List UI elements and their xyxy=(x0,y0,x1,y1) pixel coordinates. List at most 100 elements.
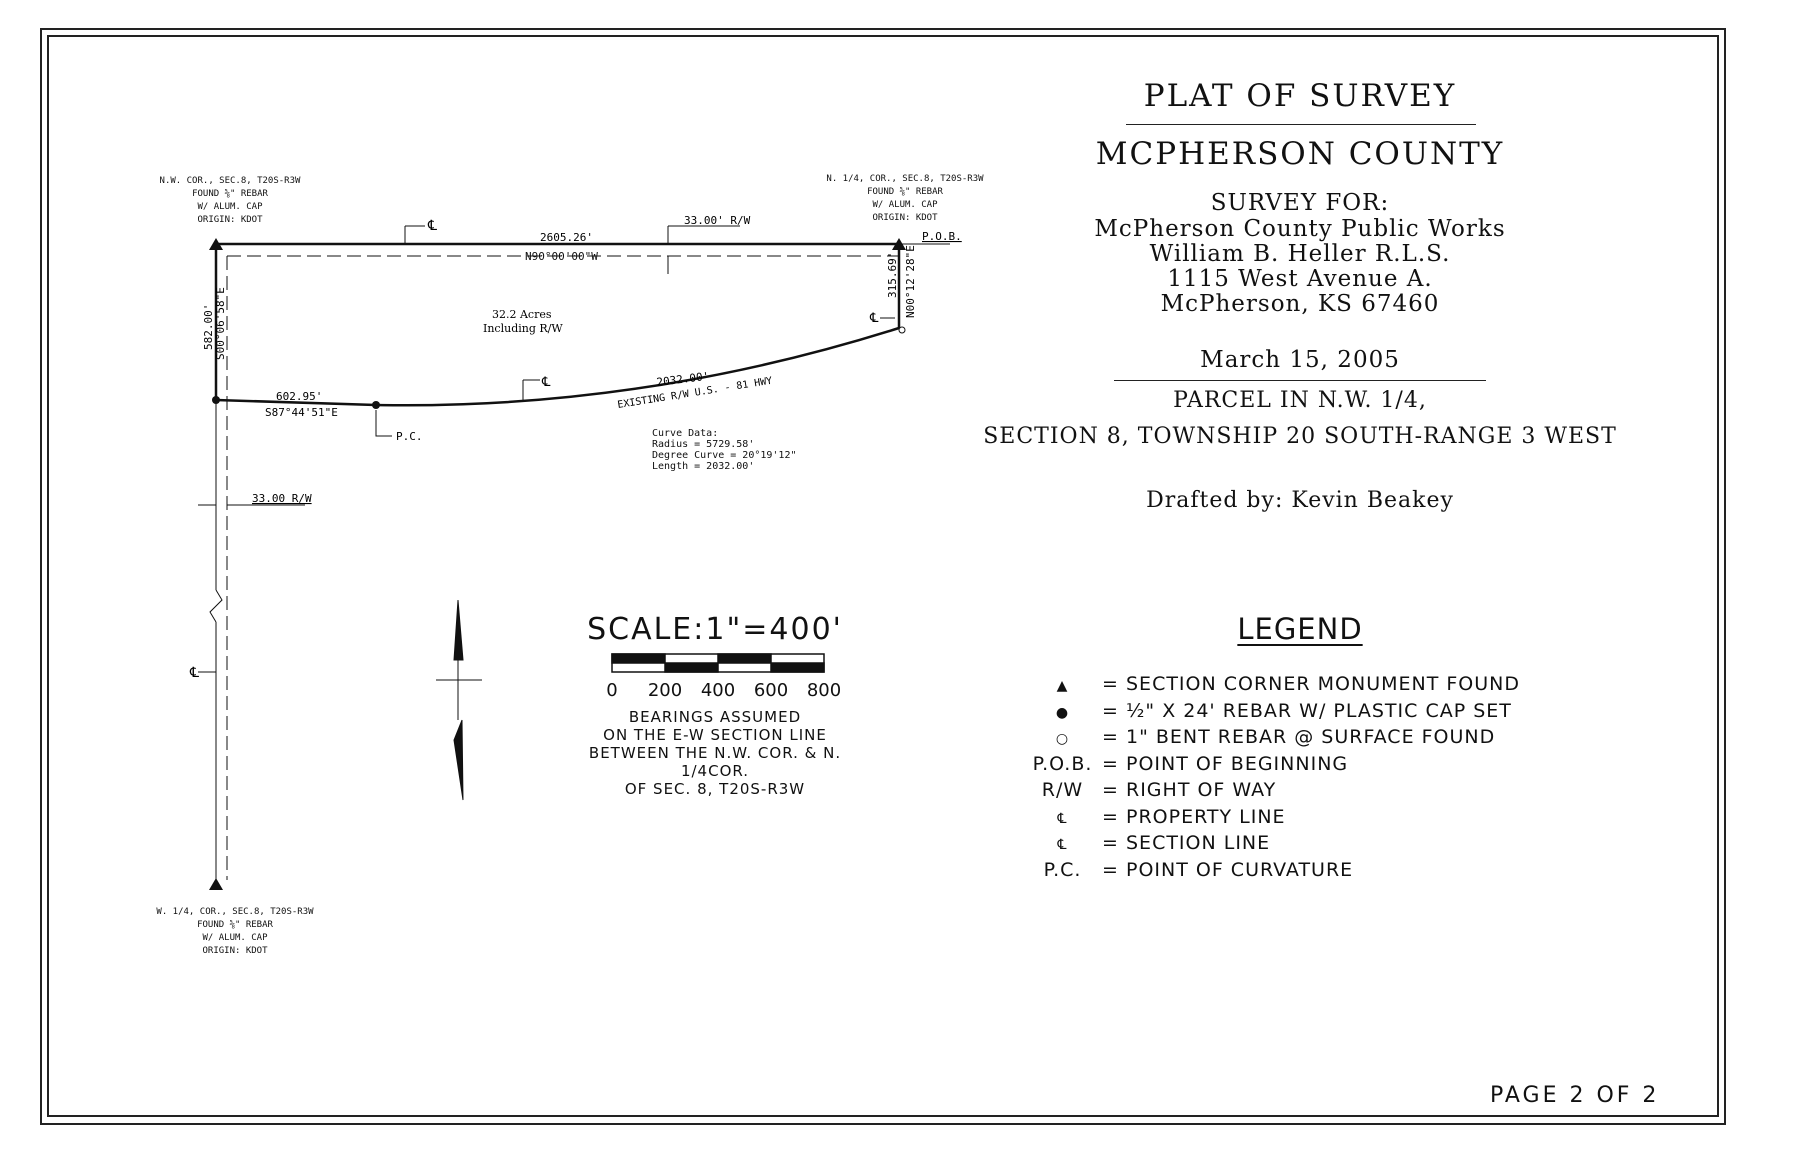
legend-text: = SECTION CORNER MONUMENT FOUND xyxy=(1095,673,1520,695)
legend-text: = POINT OF CURVATURE xyxy=(1095,858,1354,881)
pc-label: P.C. xyxy=(396,430,423,443)
scale-tick-label: 600 xyxy=(753,680,789,701)
title-line1: PLAT OF SURVEY xyxy=(1143,78,1457,114)
sheet-border-inner xyxy=(47,35,1719,1117)
drafted-by: Drafted by: Kevin Beakey xyxy=(1146,488,1454,513)
note-line: ORIGIN: KDOT xyxy=(202,946,268,956)
sl-left-label: ℄ xyxy=(189,665,199,681)
survey-for-label: SURVEY FOR: xyxy=(1210,190,1390,216)
rw-top-label: 33.00' R/W xyxy=(684,214,751,227)
pc-leader xyxy=(375,410,392,437)
north-bearing: N90°00'00"W xyxy=(525,250,598,263)
note-line: Degree Curve = 20°19'12" xyxy=(652,450,797,461)
north-arrow xyxy=(436,599,482,801)
break-symbol xyxy=(209,589,223,623)
pob-label: P.O.B. xyxy=(922,230,962,243)
title-block: PLAT OF SURVEY MCPHERSON COUNTY SURVEY F… xyxy=(983,70,1616,530)
note-line: ON THE E-W SECTION LINE xyxy=(603,726,827,744)
parcel-line2: SECTION 8, TOWNSHIP 20 SOUTH-RANGE 3 WES… xyxy=(983,424,1617,449)
legend-text: = PROPERTY LINE xyxy=(1095,805,1286,828)
surveyor-name: William B. Heller R.L.S. xyxy=(1149,241,1451,267)
legend-item: ● = ½" X 24' REBAR W/ PLASTIC CAP SET xyxy=(1030,700,1512,722)
note-line: N. 1/4, COR., SEC.8, T20S-R3W xyxy=(826,174,984,184)
south-bearing: S87°44'51"E xyxy=(265,406,338,419)
legend-item: ▲ = SECTION CORNER MONUMENT FOUND xyxy=(1030,673,1520,695)
note-line: ORIGIN: KDOT xyxy=(872,213,938,223)
note-line: W/ ALUM. CAP xyxy=(197,202,263,212)
legend-heading: LEGEND xyxy=(1237,612,1363,646)
note-line: N.W. COR., SEC.8, T20S-R3W xyxy=(159,176,301,186)
legend-symbol: P.O.B. xyxy=(1032,752,1093,775)
n14-corner-monument xyxy=(892,238,906,250)
curve-boundary xyxy=(375,326,900,407)
legend-text: = RIGHT OF WAY xyxy=(1095,779,1277,801)
nw-corner-note: N.W. COR., SEC.8, T20S-R3W FOUND ⅝" REBAR… xyxy=(150,175,310,227)
south-boundary xyxy=(215,398,377,407)
scale-tick-label: 0 xyxy=(606,680,618,701)
legend-symbol: R/W xyxy=(1041,779,1084,801)
south-distance: 602.95' xyxy=(276,390,322,403)
bent-rebar-found xyxy=(898,326,906,334)
client-name: McPherson County Public Works xyxy=(1094,216,1506,242)
note-line: BEARINGS ASSUMED xyxy=(628,708,802,726)
note-line: BETWEEN THE N.W. COR. & N. 1/4COR. xyxy=(588,744,842,780)
curve-data-note: Curve Data:Radius = 5729.58'Degree Curve… xyxy=(652,428,812,472)
legend-symbol: ℄ xyxy=(1057,810,1068,827)
note-line: Radius = 5729.58' xyxy=(652,439,755,450)
east-bearing: N00°12'28"E xyxy=(904,245,917,318)
legend-item: ○ = 1" BENT REBAR @ SURFACE FOUND xyxy=(1030,726,1495,748)
note-line: ORIGIN: KDOT xyxy=(197,215,263,225)
scale-tick-label: 200 xyxy=(647,680,683,701)
acres-sub-label: Including R/W xyxy=(483,322,563,335)
n14-corner-note: N. 1/4, COR., SEC.8, T20S-R3W FOUND ⅝" RE… xyxy=(820,173,990,225)
acres-label: 32.2 Acres xyxy=(492,308,552,321)
note-line: FOUND ⅝" REBAR xyxy=(867,187,943,197)
note-line: W/ ALUM. CAP xyxy=(872,200,938,210)
curve-distance: 2032.00' xyxy=(656,370,710,389)
legend-text: = 1" BENT REBAR @ SURFACE FOUND xyxy=(1095,726,1496,748)
scale-label: SCALE:1"=400' xyxy=(587,612,843,647)
legend-item: P.O.B. = POINT OF BEGINNING xyxy=(1030,753,1348,775)
page-number: PAGE 2 OF 2 xyxy=(1490,1083,1660,1108)
note-line: W. 1/4, COR., SEC.8, T20S-R3W xyxy=(156,907,314,917)
scale-tick-label: 400 xyxy=(700,680,736,701)
note-line: FOUND ⅝" REBAR xyxy=(197,920,273,930)
address-line2: McPherson, KS 67460 xyxy=(1160,291,1440,317)
rebar-set-sw xyxy=(212,396,220,404)
scale-bar xyxy=(611,653,825,673)
rebar-set-pc xyxy=(372,401,380,409)
legend-symbol: ℄ xyxy=(1057,837,1068,853)
rw-left-label: 33.00 R/W xyxy=(252,492,312,505)
note-line: W/ ALUM. CAP xyxy=(202,933,268,943)
address-line1: 1115 West Avenue A. xyxy=(1167,266,1433,292)
legend-text: = ½" X 24' REBAR W/ PLASTIC CAP SET xyxy=(1095,699,1512,722)
survey-date: March 15, 2005 xyxy=(1200,347,1400,373)
legend-symbol: ● xyxy=(1055,704,1070,721)
east-distance: 315.69' xyxy=(886,252,899,298)
title-rule-2 xyxy=(1114,380,1486,381)
legend-symbol: P.C. xyxy=(1043,858,1082,881)
legend-item: ℄ = SECTION LINE xyxy=(1030,832,1270,854)
scale-tick-label: 800 xyxy=(806,680,842,701)
legend-item: ℄ = PROPERTY LINE xyxy=(1030,806,1286,828)
sl-top-label: ℄ xyxy=(427,218,437,234)
w14-corner-note: W. 1/4, COR., SEC.8, T20S-R3W FOUND ⅝" RE… xyxy=(150,906,320,958)
nw-corner-monument xyxy=(209,238,223,250)
title-rule-1 xyxy=(1126,124,1476,125)
legend-symbol: ▲ xyxy=(1056,678,1069,694)
pl-curve-label: ℄ xyxy=(541,375,551,390)
west-distance: 582.00' xyxy=(202,304,215,350)
legend-text: = POINT OF BEGINNING xyxy=(1095,752,1349,775)
legend-symbol: ○ xyxy=(1055,731,1070,747)
note-line: Curve Data: xyxy=(652,428,719,439)
legend-item: R/W = RIGHT OF WAY xyxy=(1030,779,1276,801)
w14-corner-monument xyxy=(209,878,223,890)
west-bearing: S00°06'58"E xyxy=(214,287,227,360)
note-line: OF SEC. 8, T20S-R3W xyxy=(624,780,806,798)
sheet-border-outer xyxy=(40,28,1726,1125)
title-line2: MCPHERSON COUNTY xyxy=(1095,136,1505,172)
north-distance: 2605.26' xyxy=(540,231,593,244)
note-line: FOUND ⅝" REBAR xyxy=(192,189,268,199)
